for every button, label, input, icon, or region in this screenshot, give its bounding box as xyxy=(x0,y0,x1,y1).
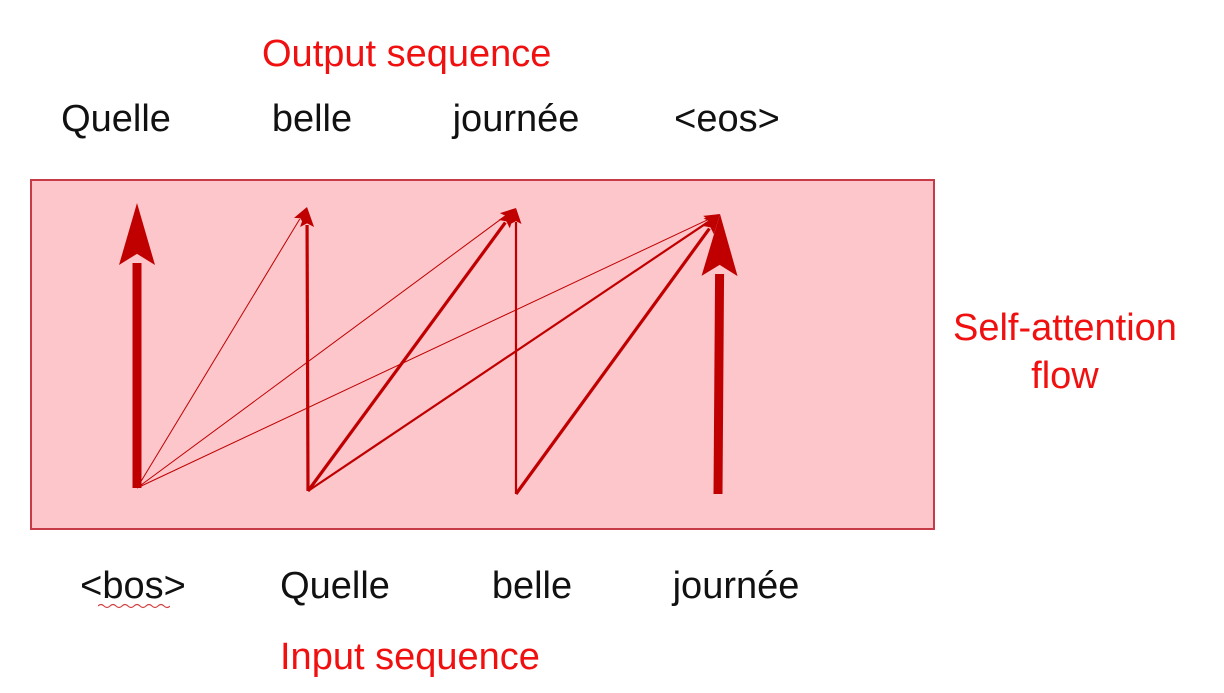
spellcheck-underline xyxy=(98,603,170,609)
attention-link-1-to-1 xyxy=(305,224,310,492)
attention-link-0-to-1 xyxy=(136,218,301,489)
attention-arrows xyxy=(119,203,738,495)
side-label-line1: Self-attention xyxy=(953,307,1177,349)
arrowhead-2-to-2 xyxy=(510,208,522,224)
arrowhead-1-to-2 xyxy=(498,208,516,229)
arrowhead-0-to-0 xyxy=(119,203,155,265)
output-token: <eos> xyxy=(674,98,780,140)
attention-link-0-to-2 xyxy=(136,215,506,489)
attention-link-1-to-3 xyxy=(307,220,709,492)
arrowhead-3-to-3 xyxy=(701,214,738,277)
input-sequence-title: Input sequence xyxy=(280,636,540,678)
attention-link-1-to-2 xyxy=(306,221,507,492)
output-token: belle xyxy=(271,98,353,140)
attention-link-3-to-3 xyxy=(713,273,725,495)
arrowhead-1-to-1 xyxy=(300,207,315,228)
input-token: belle xyxy=(491,565,573,607)
self-attention-flow-label: Self-attention flow xyxy=(953,305,1177,400)
input-token: Quelle xyxy=(280,565,390,607)
attention-box xyxy=(30,179,935,530)
output-sequence-title: Output sequence xyxy=(262,33,552,75)
input-token: journée xyxy=(672,565,800,607)
output-token: journée xyxy=(452,98,580,140)
attention-link-2-to-3 xyxy=(514,227,711,495)
input-token-bos: <bos> xyxy=(80,565,186,607)
attention-link-0-to-3 xyxy=(136,219,708,489)
output-token: Quelle xyxy=(61,98,171,140)
side-label-line2: flow xyxy=(1031,354,1099,397)
arrowhead-2-to-3 xyxy=(702,214,720,235)
